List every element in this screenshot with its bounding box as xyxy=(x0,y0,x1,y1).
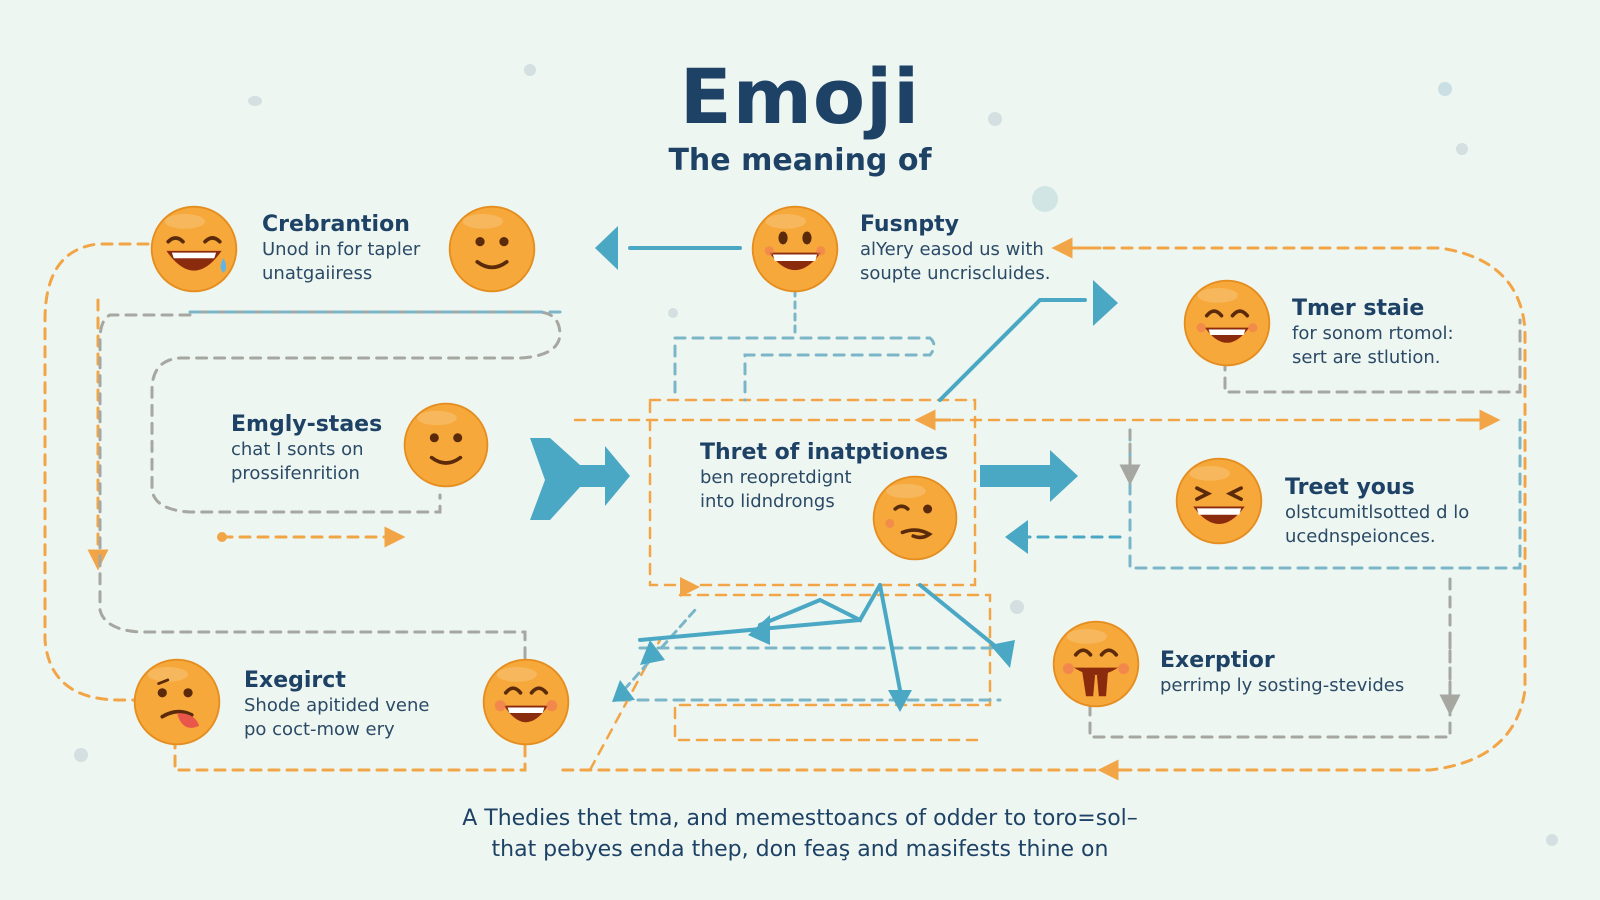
background-speck xyxy=(1546,834,1558,846)
node-description-line: alYery easod us with xyxy=(860,239,1044,260)
node-heading: Thret of inatptiones xyxy=(700,440,949,465)
node-exegent: Exegirct Shode apitided vene po coct-mow… xyxy=(244,668,429,742)
blue-lower-arrow-1 xyxy=(758,583,882,627)
treat-frame xyxy=(1128,418,1522,570)
node-empty-states: Emgly-staes chat I sonts on prossifenrit… xyxy=(231,412,382,486)
blue-big-arrow-right xyxy=(980,450,1078,502)
gray-left-loop xyxy=(98,313,527,662)
outer-orange-loop xyxy=(43,242,150,702)
blue-arrowhead-lower-e xyxy=(612,680,635,702)
node-heading: Exerptior xyxy=(1160,648,1275,673)
node-description-line: ucednspeionces. xyxy=(1285,526,1436,547)
node-description-line: perrimp ly sosting-stevides xyxy=(1160,675,1405,696)
node-description-line: prossifenrition xyxy=(231,463,360,484)
grinning-emoji-icon xyxy=(751,205,839,293)
footer-line: A Thedies thet tma, and memesttoancs of … xyxy=(462,806,1138,831)
footer-line: that pebyes enda thep, don feaş and masi… xyxy=(491,837,1109,862)
center-box xyxy=(648,398,977,587)
node-heading: Fusnpty xyxy=(860,212,959,237)
blue-top-left-dash xyxy=(150,310,562,514)
node-timer: Tmer staie for sonom rtomol: sert are st… xyxy=(1292,296,1454,370)
node-funny: Fusnpty alYery easod us with soupte uncr… xyxy=(860,212,1050,286)
background-speck xyxy=(524,64,536,76)
blush-grin-emoji-icon xyxy=(482,658,570,746)
blue-lower-arrow-2 xyxy=(878,583,902,692)
footer-caption: A Thedies thet tma, and memesttoancs of … xyxy=(0,803,1600,865)
laughing-tear-emoji-icon xyxy=(150,205,238,293)
node-description-line: unatgaiiress xyxy=(262,263,373,284)
node-description-line: Unod in for tapler xyxy=(262,239,421,260)
smirk-emoji-icon xyxy=(872,475,958,561)
page-title: Emoji xyxy=(679,52,921,141)
outer-orange-right-loop xyxy=(558,246,1527,772)
blue-arrowhead-lower-d xyxy=(640,640,665,665)
squint-grin-emoji-icon xyxy=(1175,457,1263,545)
soft-smile-emoji-icon xyxy=(403,402,489,488)
node-description-line: Shode apitided vene xyxy=(244,695,430,716)
tongue-out-emoji-icon xyxy=(133,658,221,746)
blue-big-arrow-left xyxy=(530,438,630,520)
node-description-line: sert are stlution. xyxy=(1292,347,1441,368)
orange-dot-left xyxy=(217,532,227,542)
orange-arrowhead-center-in xyxy=(680,577,700,597)
background-speck xyxy=(988,112,1002,126)
node-heading: Tmer staie xyxy=(1292,296,1425,321)
node-treat: Treet yous olstcumitlsotted d lo ucednsp… xyxy=(1285,475,1469,549)
node-description-line: chat I sonts on xyxy=(231,439,364,460)
blue-lower-arrow-3 xyxy=(918,583,1002,652)
background-speck xyxy=(1438,82,1452,96)
center-top-dash xyxy=(673,336,936,402)
node-celebration: Crebrantion Unod in for tapler unatgaiir… xyxy=(262,212,420,286)
blue-arrowhead-diagonal xyxy=(1093,280,1118,326)
blue-lower-arrow-4 xyxy=(638,618,862,642)
lower-orange-diagonal xyxy=(588,638,662,772)
node-heading: Crebrantion xyxy=(262,212,410,237)
background-speck xyxy=(1456,143,1468,155)
blue-arrowhead-top xyxy=(595,226,618,270)
background-speck xyxy=(1010,600,1024,614)
happy-grin-emoji-icon xyxy=(1183,279,1271,367)
background-speck xyxy=(74,748,88,762)
background-speck xyxy=(1032,186,1058,212)
blue-arrow-diagonal xyxy=(938,298,1087,402)
node-description-line: ben reopretdignt xyxy=(700,467,852,488)
blue-arrowhead-lower-b xyxy=(888,690,912,712)
timer-frame xyxy=(1223,318,1522,394)
node-exception: Exerptior perrimp ly sosting-stevides xyxy=(1160,648,1404,698)
node-description-line: po coct-mow ery xyxy=(244,719,395,740)
background-speck xyxy=(668,308,678,318)
node-heading: Emgly-staes xyxy=(231,412,383,437)
node-description-line: olstcumitlsotted d lo xyxy=(1285,502,1470,523)
lower-blue-frame xyxy=(618,646,1002,702)
lower-orange-frame xyxy=(673,593,992,742)
node-description-line: soupte uncriscluides. xyxy=(860,263,1051,284)
page-subtitle: The meaning of xyxy=(668,143,932,178)
bottom-left-frame xyxy=(173,736,527,772)
node-center: Thret of inatptiones ben reopretdignt in… xyxy=(700,440,948,514)
node-heading: Treet yous xyxy=(1285,475,1415,500)
background-speck xyxy=(248,96,262,106)
node-description-line: for sonom rtomol: xyxy=(1292,323,1454,344)
drooling-emoji-icon xyxy=(1052,620,1140,708)
node-description-line: into lidndrongs xyxy=(700,491,835,512)
blue-arrowhead-lower-a xyxy=(748,615,770,645)
blue-arrowhead-left-mid xyxy=(1005,520,1028,554)
blue-arrowhead-lower-c xyxy=(990,640,1015,668)
node-heading: Exegirct xyxy=(244,668,346,693)
calm-smile-emoji-icon xyxy=(448,205,536,293)
